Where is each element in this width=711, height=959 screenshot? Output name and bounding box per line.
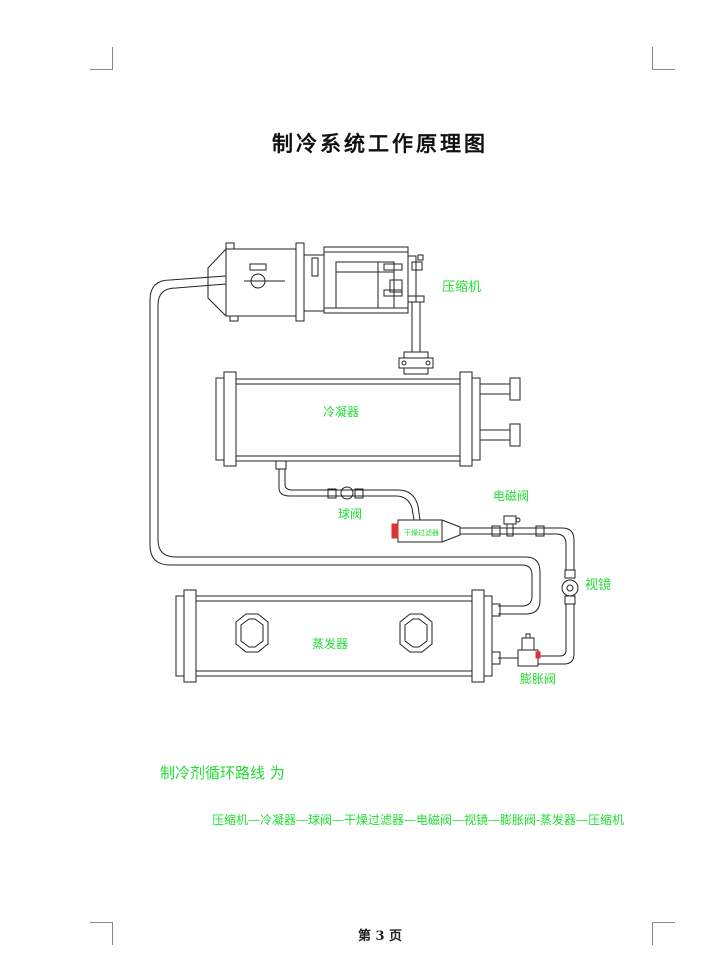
page-title: 制冷系统工作原理图 (272, 131, 488, 156)
dryer-filter (391, 519, 461, 543)
liquid-pipe-3 (538, 604, 575, 665)
crop-mark-bottom-right (652, 922, 675, 945)
crop-mark-top-right (652, 47, 675, 70)
discharge-pipe (398, 295, 434, 375)
condenser (215, 371, 521, 470)
crop-mark-bottom-left (90, 922, 113, 945)
expansion-valve-label: 膨胀阀 (520, 672, 557, 686)
liquid-pipe (278, 469, 421, 521)
solenoid-valve (503, 515, 521, 537)
evaporator (175, 589, 501, 683)
compressor-label: 压缩机 (442, 280, 482, 295)
condenser-label: 冷凝器 (323, 405, 360, 419)
compressor (207, 242, 424, 322)
ball-valve (327, 486, 364, 500)
dryer-filter-label: 干燥过滤器 (404, 528, 439, 537)
cycle-path: 压缩机—冷凝器—球阀—干燥过滤器—电磁阀—视镜—膨胀阀-蒸发器—压缩机 (212, 813, 625, 827)
evaporator-label: 蒸发器 (312, 637, 349, 651)
expansion-valve (498, 633, 541, 667)
liquid-pipe-2 (460, 525, 575, 570)
sight-glass (561, 569, 579, 605)
sight-glass-label: 视镜 (585, 578, 612, 593)
ball-valve-label: 球阀 (338, 507, 363, 521)
cycle-heading: 制冷剂循环路线 为 (160, 764, 285, 782)
suction-pipe (149, 275, 541, 615)
solenoid-valve-label: 电磁阀 (493, 489, 530, 503)
page-number: 第 3 页 (357, 929, 403, 944)
crop-mark-top-left (90, 47, 113, 70)
